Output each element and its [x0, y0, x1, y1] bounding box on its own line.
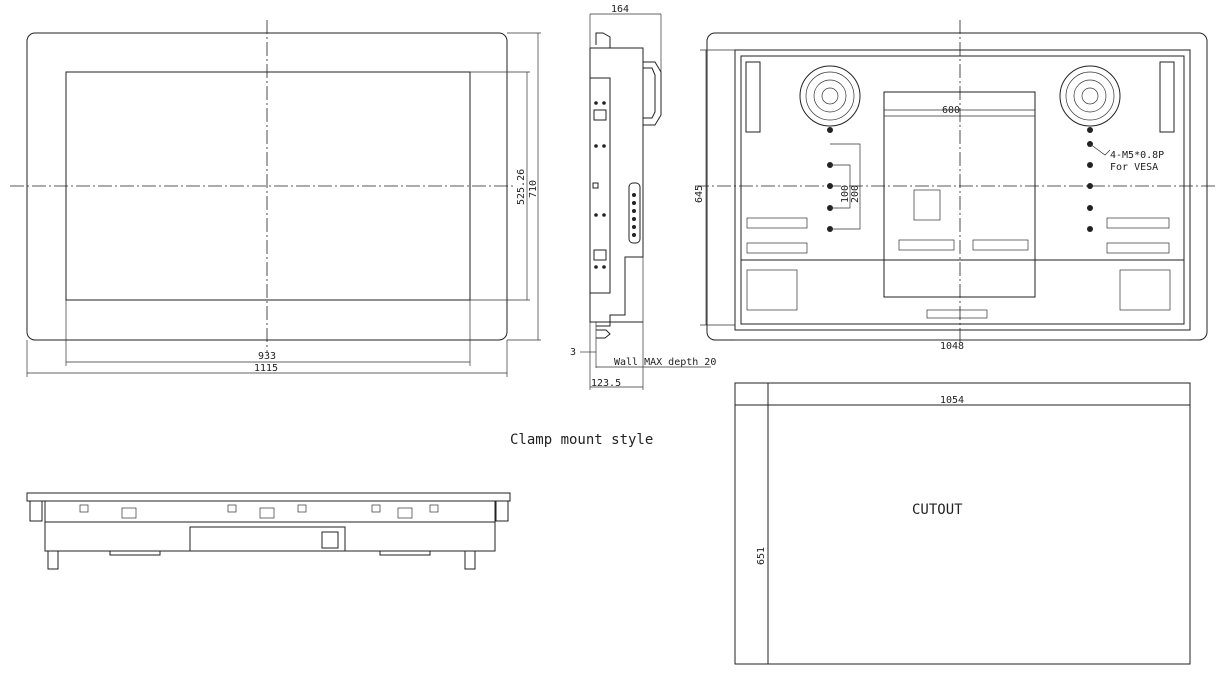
dim-mount-depth: 123.5 [591, 378, 621, 389]
dim-rear-width: 1048 [940, 341, 964, 352]
rear-view: 600 100 200 4-M5*0.8P For VESA 645 1048 [694, 20, 1215, 352]
screw-note-2: For VESA [1110, 162, 1158, 173]
dim-bezel: 3 [570, 347, 576, 358]
bottom-view [26, 492, 511, 570]
dim-vesa-100: 100 [840, 185, 851, 203]
dim-cutout-height: 651 [756, 547, 767, 565]
dim-cutout-width: 1054 [940, 395, 964, 406]
cutout-view: 1054 651 CUTOUT [734, 382, 1191, 665]
dim-vesa-width: 600 [942, 105, 960, 116]
caption: Clamp mount style [510, 432, 653, 448]
wall-note: Wall MAX depth 20 [614, 357, 716, 368]
screw-note-1: 4-M5*0.8P [1110, 150, 1164, 161]
dim-depth: 164 [611, 4, 629, 15]
dim-screen-width: 933 [258, 351, 276, 362]
dim-vesa-200: 200 [850, 185, 861, 203]
dim-rear-height: 645 [694, 185, 705, 203]
side-view: 164 3 Wall MAX depth 20 123.5 [570, 4, 716, 390]
front-view: 933 1115 525.26 710 [10, 20, 541, 377]
dim-outer-height: 710 [528, 180, 539, 198]
dim-screen-height: 525.26 [516, 169, 527, 205]
cutout-label: CUTOUT [912, 502, 963, 518]
dim-outer-width: 1115 [254, 363, 278, 374]
